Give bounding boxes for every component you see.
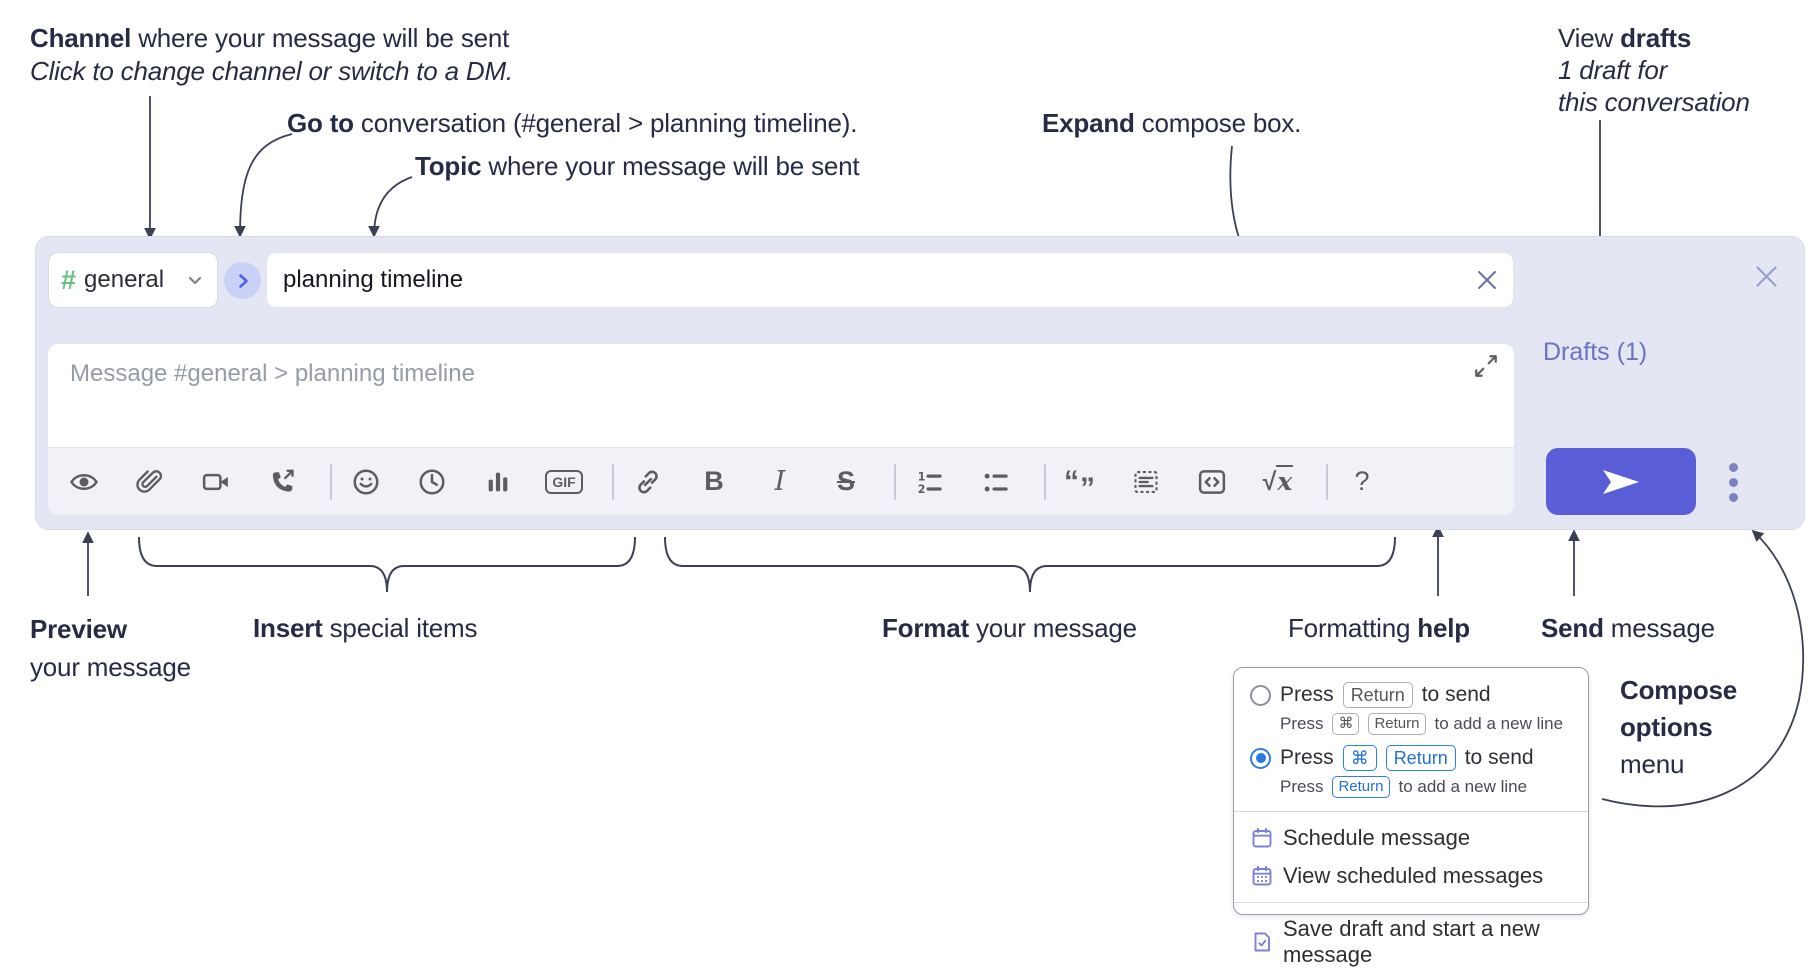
cmd-enter-sends-subtext: Press Return to add a new line xyxy=(1280,776,1528,798)
expand-annotation: Expand compose box. xyxy=(1042,108,1302,138)
goto-annotation: Go to conversation (#general > planning … xyxy=(287,108,858,138)
compose-options-menu-button[interactable] xyxy=(1716,452,1750,512)
bold-icon[interactable]: B xyxy=(704,466,724,496)
goto-arrow xyxy=(234,133,293,238)
format-brace xyxy=(664,536,1396,593)
compose-options-annotation: Compose options menu xyxy=(1620,675,1738,779)
code-icon[interactable] xyxy=(1192,460,1232,504)
compose-options-popup: Press Return to send Press ⌘ Return to a… xyxy=(1233,667,1589,967)
attach-file-icon[interactable] xyxy=(130,460,170,504)
enter-sends-option[interactable]: Press Return to send xyxy=(1234,678,1588,712)
topic-arrow xyxy=(368,176,413,238)
topic-input[interactable] xyxy=(267,266,1461,294)
svg-text:2: 2 xyxy=(918,483,926,496)
save-draft-item[interactable]: Save draft and start a new message xyxy=(1234,910,1588,974)
gif-icon[interactable]: GIF xyxy=(544,460,584,504)
message-formatting-help-icon[interactable]: ? xyxy=(1354,466,1370,496)
clear-topic-icon[interactable] xyxy=(1461,254,1513,306)
enter-sends-subtext: Press ⌘ Return to add a new line xyxy=(1280,713,1564,735)
calendar-grid-icon xyxy=(1250,864,1274,888)
cmd-enter-sends-option[interactable]: Press ⌘ Return to send xyxy=(1234,741,1588,775)
insert-annotation: Insert special items xyxy=(253,613,478,643)
schedule-message-item[interactable]: Schedule message xyxy=(1234,819,1588,857)
format-annotation: Format your message xyxy=(882,613,1137,643)
radio-checked-icon[interactable] xyxy=(1250,747,1271,769)
send-annotation: Send message xyxy=(1541,613,1715,643)
view-scheduled-messages-item[interactable]: View scheduled messages xyxy=(1234,857,1588,895)
poll-icon[interactable] xyxy=(478,460,518,504)
formatting-help-annotation: Formatting help xyxy=(1288,613,1470,643)
toolbar-divider xyxy=(612,463,614,500)
channel-selector[interactable]: # general xyxy=(48,252,218,308)
message-compose-area: GIF B I S 12 “” √x ? xyxy=(48,344,1514,515)
calendar-icon xyxy=(1250,826,1274,850)
video-call-icon[interactable] xyxy=(196,460,236,504)
radio-unchecked-icon[interactable] xyxy=(1250,684,1271,706)
send-button[interactable] xyxy=(1546,448,1696,515)
send-icon xyxy=(1598,466,1644,498)
global-time-icon[interactable] xyxy=(412,460,452,504)
drafts-link[interactable]: Drafts (1) xyxy=(1543,338,1648,366)
quote-icon[interactable]: “” xyxy=(1064,464,1096,505)
topic-annotation: Topic where your message will be sent xyxy=(415,151,860,181)
toolbar-divider xyxy=(1326,463,1328,500)
expand-compose-icon[interactable] xyxy=(1472,352,1500,380)
bulleted-list-icon[interactable] xyxy=(976,460,1016,504)
preview-annotation: Preview your message xyxy=(30,614,191,682)
chevron-down-icon xyxy=(185,270,205,290)
chevron-right-icon xyxy=(233,271,253,291)
channel-annotation: Channel where your message will be sent … xyxy=(30,23,513,86)
menu-divider xyxy=(1234,902,1588,903)
italic-icon[interactable]: I xyxy=(774,466,786,497)
toolbar-divider xyxy=(330,463,332,500)
toolbar-divider xyxy=(1044,463,1046,500)
strikethrough-icon[interactable]: S xyxy=(836,466,855,496)
topic-input-box xyxy=(266,252,1514,308)
svg-text:1: 1 xyxy=(918,470,926,483)
math-icon[interactable]: √x xyxy=(1262,464,1294,496)
draft-document-icon xyxy=(1250,930,1274,954)
close-compose-icon[interactable] xyxy=(1750,260,1782,292)
message-input[interactable] xyxy=(48,344,1512,462)
emoji-icon[interactable] xyxy=(346,460,386,504)
menu-divider xyxy=(1234,811,1588,812)
channel-name: general xyxy=(84,266,165,293)
preview-eye-icon[interactable] xyxy=(64,460,104,504)
voice-call-icon[interactable] xyxy=(262,460,302,504)
hash-icon: # xyxy=(61,264,77,295)
link-icon[interactable] xyxy=(628,460,668,504)
view-drafts-annotation: View drafts 1 draft for this conversatio… xyxy=(1558,23,1750,117)
spoiler-icon[interactable] xyxy=(1126,460,1166,504)
go-to-conversation-button[interactable] xyxy=(224,262,261,299)
toolbar-divider xyxy=(894,463,896,500)
insert-brace xyxy=(138,536,636,593)
